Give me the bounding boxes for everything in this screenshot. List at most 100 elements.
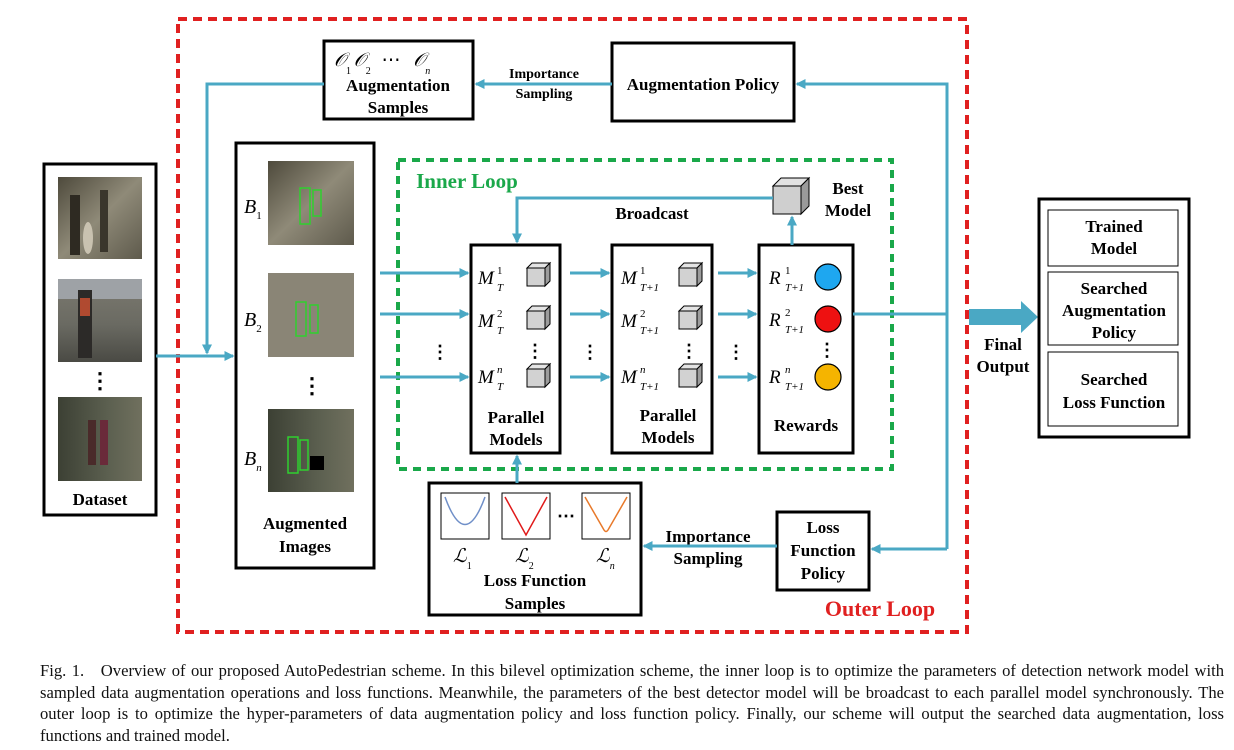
rewards-box — [757, 243, 855, 455]
dataset-image-1 — [58, 177, 142, 259]
svg-text:M: M — [620, 367, 638, 388]
reward-2: R 2 T+1 — [768, 307, 804, 336]
svg-text:R: R — [768, 367, 781, 388]
arrow-ellipsis-rewards: ⋮ — [727, 342, 745, 362]
best-model-label-2: Model — [825, 201, 872, 220]
loss-function-samples-label-2: Samples — [505, 594, 566, 613]
model-t-2: M 2 T — [477, 308, 504, 337]
batch-2-label: B2 — [244, 309, 262, 335]
dataset-ellipsis: ⋮ — [89, 368, 111, 393]
inner-loop-label: Inner Loop — [416, 169, 518, 193]
reward-n: R n T+1 — [768, 364, 804, 393]
svg-text:2: 2 — [785, 307, 791, 319]
model-cube-icon — [525, 304, 552, 331]
reward-1: R 1 T+1 — [768, 265, 804, 294]
loss-function-policy-label-1: Loss — [806, 518, 839, 537]
reward-ellipsis: ⋮ — [818, 340, 836, 360]
loss-samples-ellipsis: ⋯ — [557, 506, 575, 526]
loss-curve-1 — [444, 496, 486, 526]
svg-text:T+1: T+1 — [640, 325, 659, 337]
svg-text:T: T — [497, 325, 504, 337]
autopedestrian-diagram: Outer Loop Inner Loop ⋮ Dataset B1 B2 Bn… — [42, 17, 1191, 634]
augmentation-samples-label-1: Augmentation — [346, 76, 450, 95]
svg-text:T+1: T+1 — [785, 324, 804, 336]
augmentation-samples-box — [322, 39, 475, 121]
svg-text:2: 2 — [640, 308, 646, 320]
svg-text:T+1: T+1 — [785, 381, 804, 393]
parallel-models-t-label-1: Parallel — [488, 408, 545, 427]
augmentation-samples-label-2: Samples — [368, 98, 429, 117]
model-cube-icon — [677, 261, 704, 288]
svg-text:T+1: T+1 — [640, 282, 659, 294]
svg-text:M: M — [620, 268, 638, 289]
importance-sampling-top-2: Sampling — [516, 87, 573, 102]
importance-sampling-bottom-2: Sampling — [674, 549, 743, 568]
figure-caption: Fig. 1. Overview of our proposed AutoPed… — [40, 661, 1224, 745]
reward-circle-2 — [814, 305, 842, 333]
augmented-image-n — [268, 409, 354, 492]
svg-text:n: n — [640, 364, 646, 376]
svg-text:M: M — [620, 311, 638, 332]
arrow-outer-to-aug-policy — [795, 79, 949, 549]
model-cube-icon — [525, 261, 552, 288]
searched-loss-label-2: Loss Function — [1063, 393, 1166, 412]
svg-text:T: T — [497, 282, 504, 294]
parallel-models-t1-label-2: Models — [642, 428, 695, 447]
trained-model-label-2: Model — [1091, 239, 1138, 258]
dataset-image-2 — [58, 279, 142, 362]
rewards-label: Rewards — [774, 416, 839, 435]
model-cube-icon — [677, 304, 704, 331]
outer-loop-label: Outer Loop — [825, 596, 935, 621]
loss-symbol-2: ℒ2 — [515, 546, 534, 572]
augmentation-policy-box — [610, 41, 796, 123]
connectors — [156, 79, 949, 554]
svg-text:T+1: T+1 — [785, 282, 804, 294]
svg-text:n: n — [497, 364, 503, 376]
model-t1-1: M 1 T+1 — [620, 265, 659, 294]
searched-loss-box — [1047, 351, 1179, 427]
reward-circle-1 — [814, 263, 842, 291]
model-cube-icon — [525, 362, 552, 389]
loss-curve-2 — [504, 496, 548, 537]
final-output-arrow — [969, 301, 1038, 333]
searched-loss-label-1: Searched — [1081, 370, 1148, 389]
reward-circle-n — [814, 363, 842, 391]
augmented-images-label-2: Images — [279, 537, 331, 556]
svg-text:R: R — [768, 268, 781, 289]
augmented-images-label-1: Augmented — [263, 514, 348, 533]
svg-text:1: 1 — [497, 265, 503, 277]
loss-curve-1-frame — [440, 492, 490, 540]
loss-symbol-1: ℒ1 — [453, 546, 472, 572]
best-model-label-1: Best — [832, 179, 864, 198]
augmented-image-1 — [268, 161, 354, 245]
svg-text:2: 2 — [497, 308, 503, 320]
dataset-image-3 — [58, 397, 142, 481]
parallel-models-t1-label-1: Parallel — [640, 406, 697, 425]
model-t1-n: M n T+1 — [620, 364, 659, 393]
svg-text:1: 1 — [640, 265, 646, 277]
model-t1-2: M 2 T+1 — [620, 308, 659, 337]
outer-loop-box — [176, 17, 969, 634]
model-t-ellipsis: ⋮ — [526, 341, 544, 361]
loss-curve-n — [584, 496, 628, 533]
arrow-ellipsis-models: ⋮ — [581, 342, 599, 362]
parallel-models-t-label-2: Models — [490, 430, 543, 449]
searched-aug-label-2: Augmentation — [1062, 301, 1166, 320]
trained-model-label-1: Trained — [1085, 217, 1143, 236]
final-output-label-2: Output — [977, 357, 1030, 376]
arrow-aug-samples-to-images — [202, 82, 324, 355]
importance-sampling-top-1: Importance — [509, 67, 579, 82]
svg-text:1: 1 — [785, 265, 791, 277]
searched-aug-label-3: Policy — [1092, 323, 1137, 342]
broadcast-label: Broadcast — [615, 204, 689, 223]
loss-curve-2-frame — [501, 492, 551, 540]
importance-sampling-bottom-1: Importance — [666, 527, 751, 546]
augmented-image-2 — [268, 273, 354, 357]
svg-text:T: T — [497, 381, 504, 393]
model-t-n: M n T — [477, 364, 504, 393]
svg-text:T+1: T+1 — [640, 381, 659, 393]
model-t1-ellipsis: ⋮ — [680, 341, 698, 361]
svg-text:R: R — [768, 310, 781, 331]
arrow-ellipsis-images: ⋮ — [431, 342, 449, 362]
svg-text:M: M — [477, 367, 495, 388]
